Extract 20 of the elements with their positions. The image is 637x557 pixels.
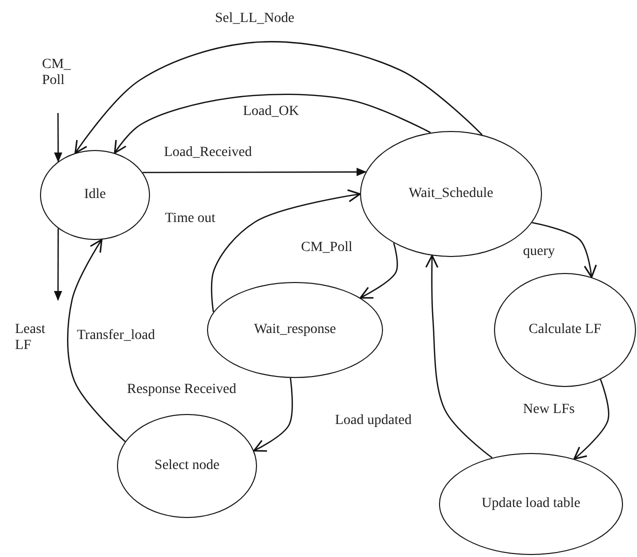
state-name: Wait_Schedule <box>408 186 494 202</box>
edge-label: Response Received <box>126 382 238 398</box>
arrow <box>74 41 483 154</box>
arrow <box>114 94 431 154</box>
edge-label: Load updated <box>334 413 413 430</box>
arrow <box>210 189 361 312</box>
arrow <box>253 378 293 452</box>
arrow <box>54 113 62 162</box>
state-name: Select node <box>154 458 220 474</box>
arrow <box>360 242 398 299</box>
arrow <box>573 379 610 460</box>
arrow <box>67 238 126 442</box>
arrow <box>532 222 597 278</box>
arrow <box>142 168 367 176</box>
state-name: Update load table <box>482 496 580 512</box>
state-name: Wait_response <box>254 322 336 338</box>
arrow <box>54 228 62 301</box>
arrow <box>425 254 493 458</box>
state-name: Idle <box>84 187 106 203</box>
state-name: Calculate LF <box>528 322 602 338</box>
